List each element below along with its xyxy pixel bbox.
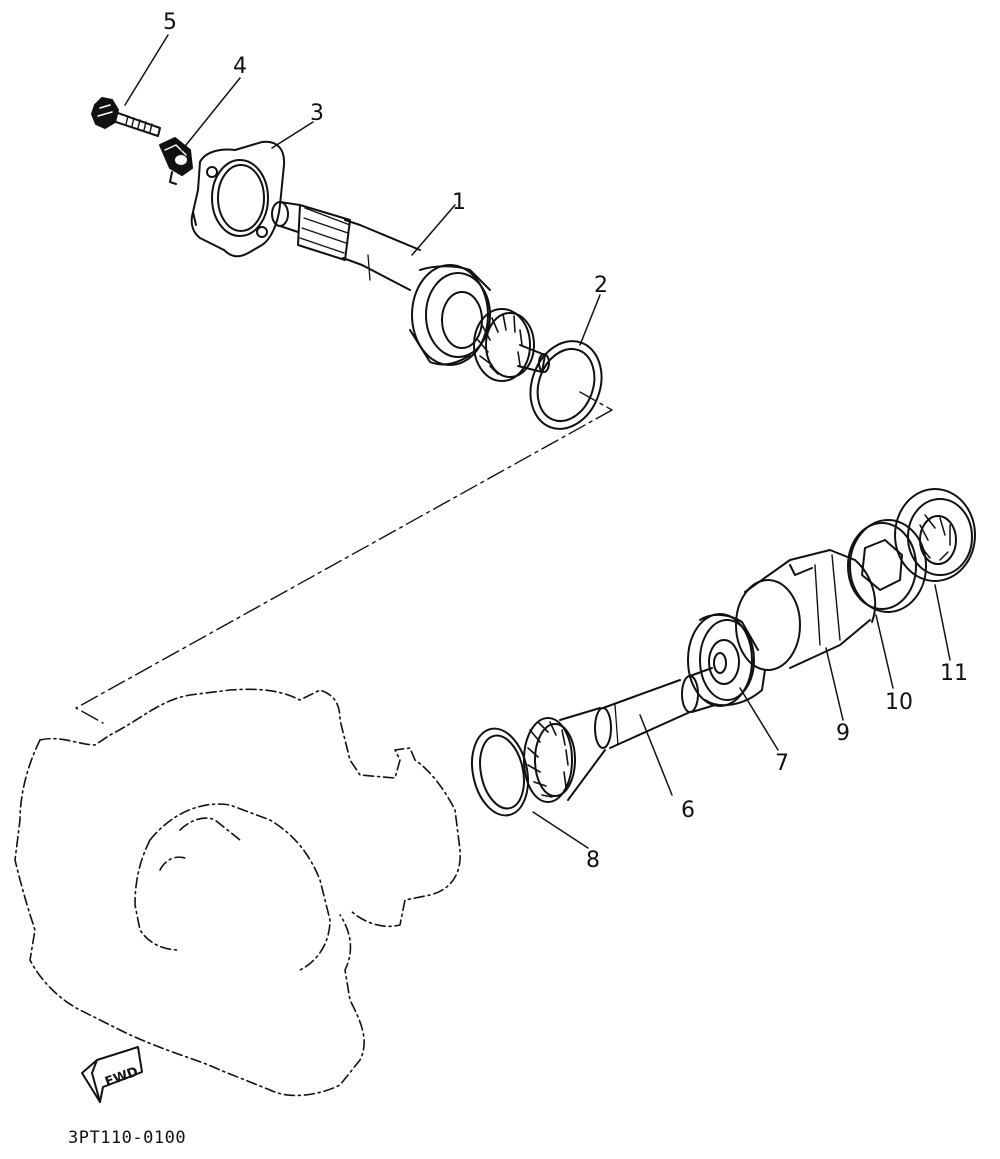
bolt-part-5 [91, 97, 161, 137]
callout-2: 2 [594, 273, 608, 298]
callout-3: 3 [310, 101, 324, 126]
gasket-plate-part-3 [190, 140, 286, 258]
driven-shaft-part-6 [523, 667, 716, 803]
nut-part-10 [847, 519, 927, 613]
leader-lines [124, 34, 951, 849]
bearing-part-7 [687, 613, 766, 707]
diagram-code: 3PT110-0100 [68, 1128, 187, 1148]
callout-6: 6 [681, 798, 695, 823]
callout-11: 11 [940, 661, 968, 686]
drive-shaft-part-1 [271, 201, 550, 382]
fwd-arrow-icon [81, 1046, 143, 1103]
fwd-label: FWD [103, 1064, 140, 1090]
callout-8: 8 [586, 848, 600, 873]
connection-line [75, 409, 613, 724]
engine-outline [14, 688, 461, 1097]
callout-1: 1 [452, 190, 466, 215]
shim-ring-part-2 [529, 340, 603, 430]
callout-10: 10 [885, 690, 913, 715]
lock-washer-part-4 [159, 137, 193, 185]
callout-7: 7 [775, 751, 789, 776]
oil-seal-part-11 [894, 488, 976, 582]
callout-5: 5 [163, 10, 177, 35]
callout-9: 9 [836, 721, 850, 746]
housing-sleeve-part-9 [735, 549, 877, 671]
callout-4: 4 [233, 54, 247, 79]
shim-ring-part-8 [471, 727, 529, 817]
